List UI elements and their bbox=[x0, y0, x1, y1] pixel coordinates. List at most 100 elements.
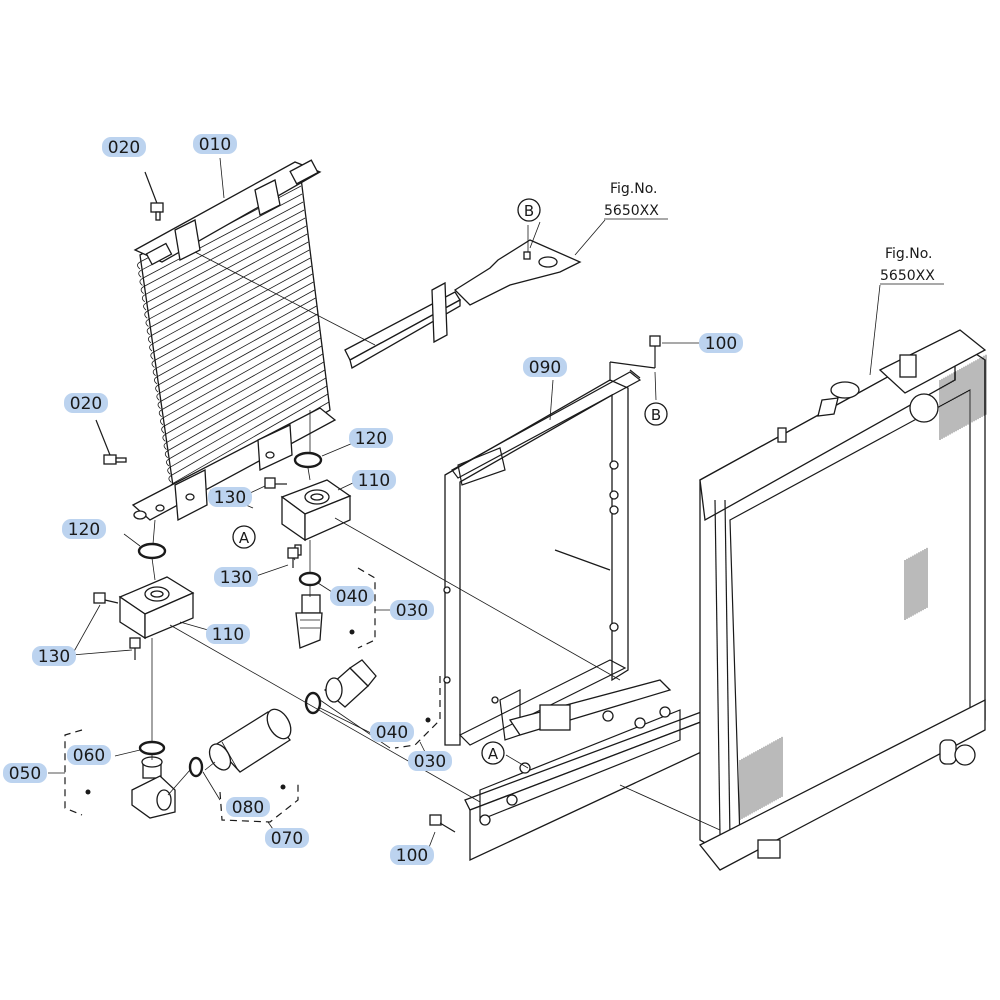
callout-label: 130 bbox=[220, 568, 252, 588]
shroud-frame-drawing bbox=[443, 361, 729, 862]
group-dots bbox=[85, 629, 431, 795]
fitting-030-lower bbox=[324, 659, 377, 708]
group-bracket-050 bbox=[48, 729, 83, 816]
callout-highlight bbox=[699, 333, 743, 353]
callout-100-upper[interactable]: 100 bbox=[699, 333, 743, 354]
callout-110-lower[interactable]: 110 bbox=[206, 624, 250, 645]
callout-120-upper[interactable]: 120 bbox=[349, 428, 393, 449]
fig-ref-line2: 5650XX bbox=[880, 268, 935, 284]
callout-highlight bbox=[523, 357, 567, 377]
group-bracket-030-upper bbox=[357, 567, 392, 649]
callout-100-lower[interactable]: 100 bbox=[390, 845, 434, 866]
callout-highlight bbox=[32, 646, 76, 666]
callout-020-upper[interactable]: 020 bbox=[102, 137, 146, 158]
ref-letter: A bbox=[488, 745, 499, 763]
radiator-drawing bbox=[698, 329, 987, 871]
callout-010[interactable]: 010 bbox=[193, 134, 237, 155]
callout-label: 070 bbox=[271, 829, 303, 849]
callout-highlight bbox=[214, 567, 258, 587]
callout-highlight bbox=[67, 745, 111, 765]
o-ring-060 bbox=[138, 740, 166, 756]
leader-lines bbox=[71, 157, 881, 851]
callout-label: 100 bbox=[705, 334, 737, 354]
o-ring-080 bbox=[188, 756, 204, 778]
bolt-130-a bbox=[264, 477, 287, 489]
fig-ref-upper[interactable]: Fig.No. 5650XX bbox=[604, 181, 668, 220]
callout-highlight bbox=[226, 797, 270, 817]
callout-label: 110 bbox=[212, 625, 244, 645]
oil-cooler-drawing bbox=[131, 159, 337, 522]
o-ring-120-lower bbox=[137, 542, 167, 560]
callout-highlight bbox=[102, 137, 146, 157]
connector-block-110-lower bbox=[118, 576, 195, 640]
group-bracket-030-lower bbox=[394, 676, 441, 753]
callout-highlight bbox=[390, 600, 434, 620]
callout-130-c[interactable]: 130 bbox=[32, 646, 76, 667]
callout-070[interactable]: 070 bbox=[265, 828, 309, 849]
fig-ref-line1: Fig.No. bbox=[610, 181, 658, 197]
callout-label: 120 bbox=[355, 429, 387, 449]
callout-130-b[interactable]: 130 bbox=[214, 567, 258, 588]
callout-040-upper[interactable]: 040 bbox=[330, 586, 374, 607]
callout-020-lower[interactable]: 020 bbox=[64, 393, 108, 414]
callout-label: 010 bbox=[199, 135, 231, 155]
bolt-100-upper bbox=[649, 335, 661, 368]
callout-label: 020 bbox=[108, 138, 140, 158]
callout-highlight bbox=[370, 722, 414, 742]
callout-130-a[interactable]: 130 bbox=[208, 487, 252, 508]
ref-circle-a-right[interactable]: A bbox=[481, 741, 505, 765]
callout-highlight bbox=[408, 751, 452, 771]
callout-030-lower[interactable]: 030 bbox=[408, 751, 452, 772]
ref-letter: B bbox=[651, 406, 661, 424]
callout-label: 090 bbox=[529, 358, 561, 378]
callout-050[interactable]: 050 bbox=[3, 763, 47, 784]
fitting-030-upper bbox=[295, 594, 323, 649]
callout-highlight bbox=[352, 470, 396, 490]
ref-circle-a-left[interactable]: A bbox=[232, 525, 256, 549]
ref-circle-b-upper[interactable]: B bbox=[517, 198, 541, 222]
radiator-core-hatching bbox=[739, 354, 987, 820]
callout-highlight bbox=[390, 845, 434, 865]
callout-label: 030 bbox=[414, 752, 446, 772]
callout-120-lower[interactable]: 120 bbox=[62, 519, 106, 540]
callout-label: 110 bbox=[358, 471, 390, 491]
callout-label: 100 bbox=[396, 846, 428, 866]
ref-letter: A bbox=[239, 529, 250, 547]
callout-080[interactable]: 080 bbox=[226, 797, 270, 818]
assembly-lines bbox=[151, 410, 721, 831]
callout-highlight bbox=[349, 428, 393, 448]
bolt-100-lower bbox=[429, 814, 456, 833]
callout-label: 020 bbox=[70, 394, 102, 414]
fig-ref-right[interactable]: Fig.No. 5650XX bbox=[880, 246, 944, 285]
ref-letter: B bbox=[524, 202, 534, 220]
callout-090[interactable]: 090 bbox=[523, 357, 567, 378]
mounting-bracket-drawing bbox=[194, 225, 582, 369]
callout-label: 120 bbox=[68, 520, 100, 540]
bolt-130-d bbox=[129, 637, 141, 660]
callout-label: 130 bbox=[38, 647, 70, 667]
callout-label: 040 bbox=[336, 587, 368, 607]
o-ring-120-upper bbox=[293, 451, 323, 469]
callout-label: 130 bbox=[214, 488, 246, 508]
bolt-130-c bbox=[93, 592, 119, 604]
callout-highlight bbox=[206, 624, 250, 644]
fig-ref-line2: 5650XX bbox=[604, 203, 659, 219]
o-ring-040-lower bbox=[304, 691, 322, 715]
callout-highlight bbox=[3, 763, 47, 783]
o-ring-040-upper bbox=[298, 571, 322, 587]
fig-ref-line1: Fig.No. bbox=[885, 246, 933, 262]
callout-label: 040 bbox=[376, 723, 408, 743]
callout-highlight bbox=[64, 393, 108, 413]
ref-circle-b-lower[interactable]: B bbox=[644, 402, 668, 426]
cylinder-fitting-070 bbox=[208, 708, 292, 773]
callout-060[interactable]: 060 bbox=[67, 745, 111, 766]
callout-030-upper[interactable]: 030 bbox=[390, 600, 434, 621]
bolt-020-upper bbox=[144, 171, 164, 221]
callout-040-lower[interactable]: 040 bbox=[370, 722, 414, 743]
callout-110-upper[interactable]: 110 bbox=[352, 470, 396, 491]
callout-highlight bbox=[265, 828, 309, 848]
callout-highlight bbox=[193, 134, 237, 154]
callout-label: 030 bbox=[396, 601, 428, 621]
